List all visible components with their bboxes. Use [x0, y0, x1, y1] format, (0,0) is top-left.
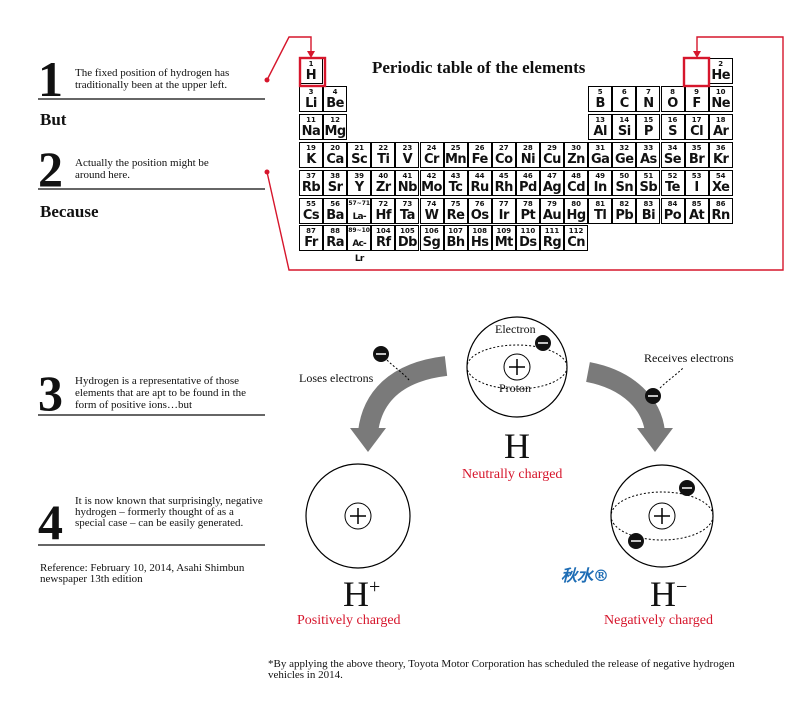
neutral-caption: Neutrally charged	[462, 467, 562, 483]
receives-electrons-label: Receives electrons	[644, 351, 734, 366]
electron-label: Electron	[495, 322, 536, 337]
shusui-logo: 秋水®	[561, 562, 609, 586]
positive-hydrogen-ion	[306, 464, 410, 568]
negative-hydrogen-ion	[611, 465, 713, 567]
neutral-symbol: H	[504, 428, 530, 464]
proton-label: Proton	[499, 381, 531, 396]
lose-electron-arrow	[368, 366, 446, 432]
positive-caption: Positively charged	[297, 613, 401, 629]
arrowhead	[350, 428, 386, 452]
negative-caption: Negatively charged	[604, 613, 713, 629]
loses-electrons-label: Loses electrons	[299, 371, 373, 386]
arrowhead	[637, 428, 673, 452]
negative-symbol: H−	[650, 576, 687, 612]
free-electron-received	[645, 368, 683, 404]
positive-symbol: H+	[343, 576, 380, 612]
gain-electron-arrow	[588, 372, 655, 432]
footnote: *By applying the above theory, Toyota Mo…	[268, 659, 758, 681]
